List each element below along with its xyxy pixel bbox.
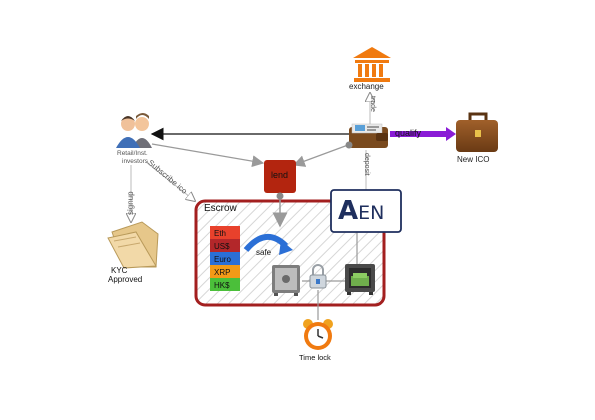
trade-label: trade	[369, 96, 376, 112]
currency-label: Eth	[214, 229, 226, 238]
time-lock-label: Time lock	[299, 353, 331, 362]
aen-logo-text: AEN	[338, 196, 384, 226]
currency-label: US$	[214, 242, 230, 251]
edge-investors-lend	[151, 143, 265, 168]
currency-block	[210, 239, 240, 252]
folder-icon	[107, 221, 159, 269]
bank-icon	[353, 47, 391, 82]
padlock-icon	[309, 264, 327, 289]
currency-block	[210, 226, 240, 239]
alarm-clock-icon	[303, 319, 333, 350]
signup-label: signup	[126, 191, 135, 215]
qualify-arrow	[390, 127, 456, 141]
new-ico-label: New ICO	[457, 155, 490, 164]
briefcase-icon	[456, 112, 498, 152]
deposit-label: deposit	[363, 153, 370, 176]
wallet-icon	[349, 123, 388, 148]
currency-label: Euro	[214, 255, 231, 264]
investors-label-line1: Retail/Inst.	[117, 150, 148, 157]
currency-block	[210, 265, 240, 278]
lend-connector-dot	[276, 192, 284, 200]
money-safe-icon	[345, 264, 375, 295]
escrow-title: Escrow	[204, 203, 237, 214]
currency-block	[210, 252, 240, 265]
edge-subscribe	[145, 161, 195, 201]
edge-wallet-lend	[292, 144, 349, 167]
currency-block	[210, 278, 240, 291]
qualify-label[interactable]: qualify	[395, 128, 422, 138]
investors-icon	[116, 113, 152, 148]
kyc-label-line2: Approved	[108, 275, 143, 284]
investors-label-line2: investors	[122, 158, 149, 165]
exchange-label: exchange	[349, 82, 384, 91]
safe-icon	[272, 265, 300, 296]
aen-logo-en: EN	[358, 202, 385, 224]
wallet-connector-dot	[345, 141, 353, 149]
lend-label: lend	[271, 170, 289, 180]
lend-box	[264, 160, 296, 193]
safe-label: safe	[256, 248, 272, 257]
aen-logo-a: A	[338, 196, 359, 226]
currency-label: HK$	[214, 281, 230, 290]
currency-label: XRP	[214, 268, 230, 277]
aen-logo-box	[330, 189, 402, 233]
kyc-label-line1: KYC	[111, 266, 128, 275]
